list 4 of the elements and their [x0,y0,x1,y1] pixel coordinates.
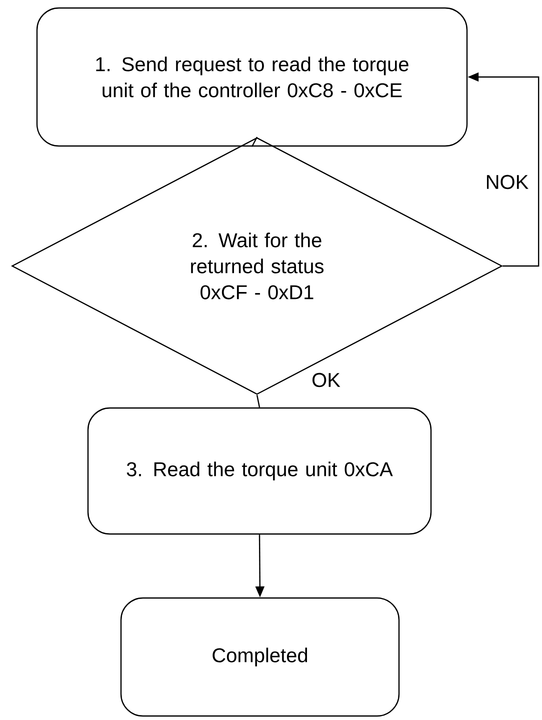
process-box: 3. Read the torque unit 0xCA [87,407,432,535]
edge-label: OK [310,372,342,388]
process-box: 1. Send request to read the torque unit of the controller 0xC8 - 0xCE [36,7,468,147]
process-box: Completed [120,597,400,717]
